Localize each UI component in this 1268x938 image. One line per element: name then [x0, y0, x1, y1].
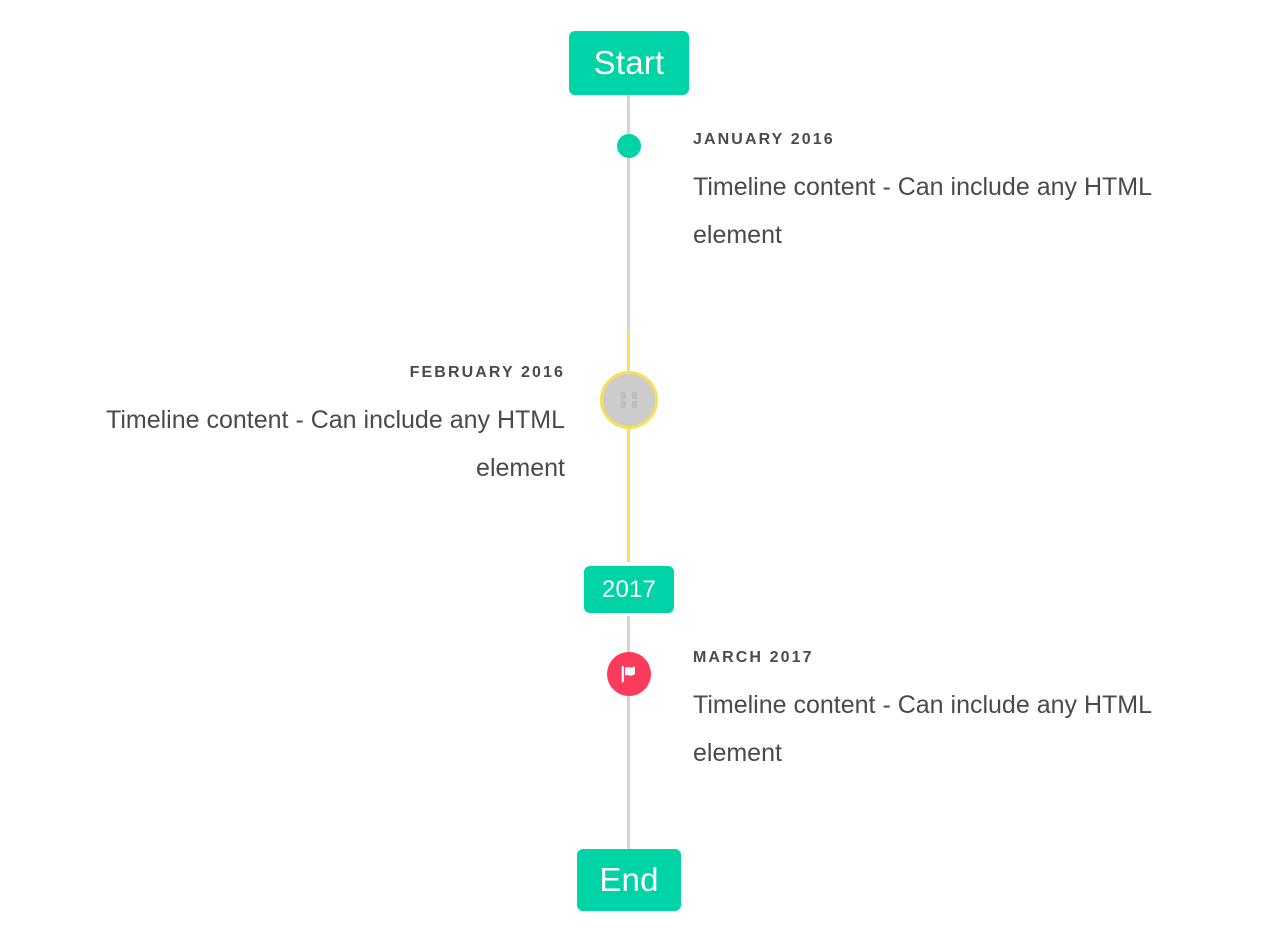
- timeline-entry-february: FEBRUARY 2016 Timeline content - Can inc…: [40, 363, 565, 492]
- timeline-entry-body: Timeline content - Can include any HTML …: [693, 691, 1152, 768]
- timeline-marker-february[interactable]: [600, 371, 658, 429]
- timeline-marker-march[interactable]: [607, 652, 651, 696]
- timeline-end-badge[interactable]: End: [577, 849, 681, 911]
- timeline-entry-date: JANUARY 2016: [693, 131, 835, 148]
- timeline-entry-body: Timeline content - Can include any HTML …: [693, 173, 1152, 250]
- timeline-spine-highlight: [627, 332, 630, 562]
- timeline-spine-top: [627, 95, 630, 332]
- timeline-marker-january[interactable]: [617, 134, 641, 158]
- timeline-entry-body: Timeline content - Can include any HTML …: [106, 406, 565, 483]
- timeline-entry-date: FEBRUARY 2016: [409, 364, 565, 381]
- timeline-year-badge[interactable]: 2017: [584, 566, 674, 613]
- timeline-entry-january: JANUARY 2016 Timeline content - Can incl…: [693, 130, 1223, 259]
- missing-glyph-icon: [621, 392, 637, 408]
- timeline-start-badge[interactable]: Start: [569, 31, 689, 95]
- timeline-spine-bottom: [627, 616, 630, 849]
- timeline-entry-date: MARCH 2017: [693, 649, 814, 666]
- flag-icon: [621, 665, 635, 683]
- timeline-entry-march: MARCH 2017 Timeline content - Can includ…: [693, 648, 1223, 777]
